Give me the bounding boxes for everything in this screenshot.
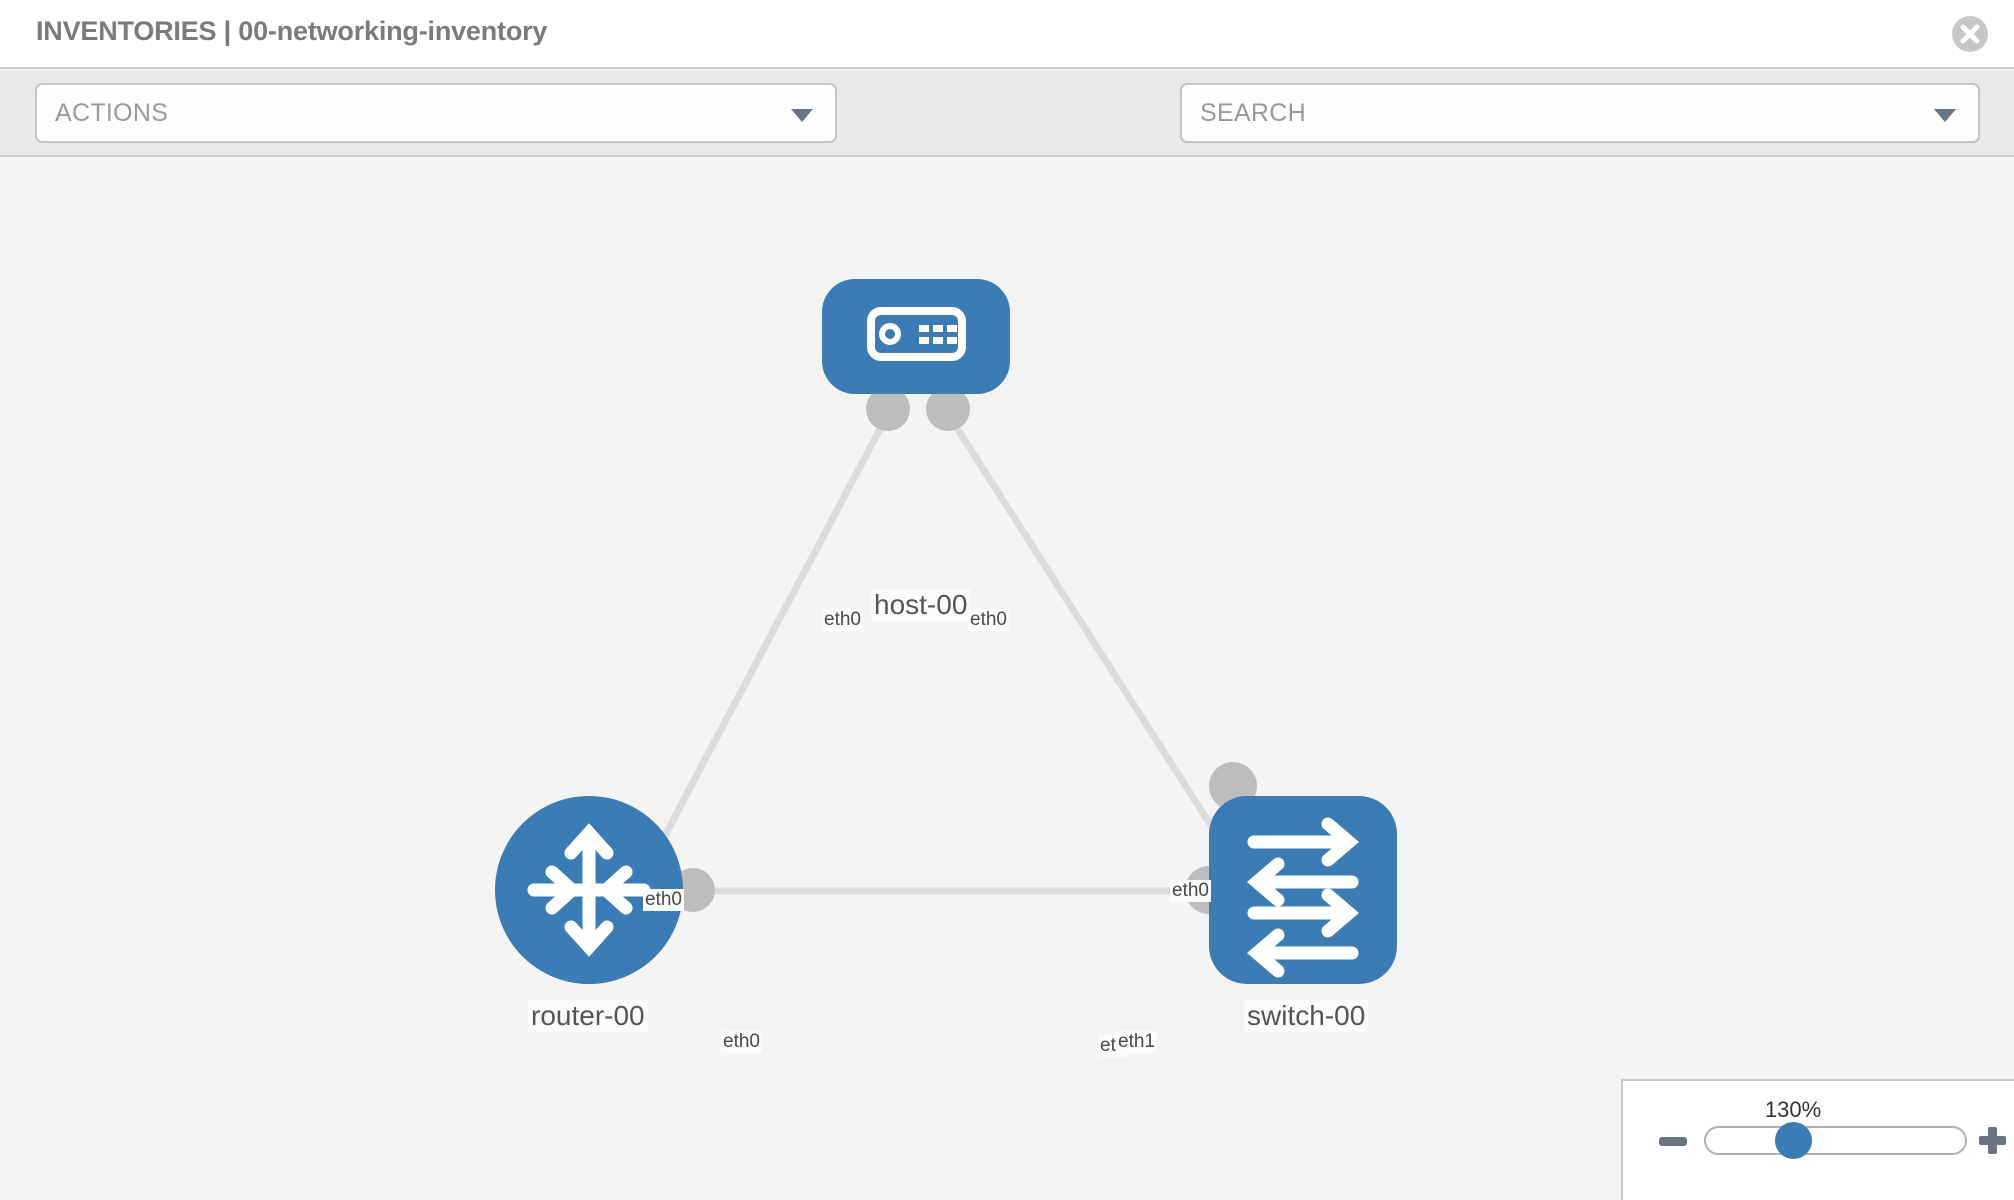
iface-label-host00-eth0-right: eth0 [968, 609, 1009, 631]
page-header: INVENTORIES | 00-networking-inventory [0, 0, 2014, 69]
link-host00-router00 [641, 412, 892, 875]
chevron-down-icon [791, 109, 813, 122]
node-router-00 [495, 796, 683, 984]
search-field[interactable] [1180, 83, 1980, 143]
router-arrows-icon [527, 823, 651, 957]
port-host00-eth0-right [926, 387, 970, 431]
port-host00-eth0-left [866, 387, 910, 431]
zoom-slider-thumb[interactable] [1775, 1122, 1812, 1159]
chevron-down-icon[interactable] [1934, 109, 1956, 122]
iface-label-switch00-eth0-up: eth0 [1170, 880, 1211, 902]
zoom-level-value: 130% [1764, 1097, 1822, 1122]
actions-dropdown[interactable]: ACTIONS [35, 83, 837, 143]
search-input[interactable] [1198, 85, 1918, 141]
page-title: INVENTORIES | 00-networking-inventory [36, 16, 548, 46]
node-label-switch-00: switch-00 [1244, 1000, 1369, 1032]
switch-arrows-icon [1247, 817, 1359, 978]
plus-icon[interactable] [1979, 1127, 2006, 1154]
zoom-slider[interactable] [1704, 1126, 1967, 1155]
iface-label-router00-eth0: eth0 [721, 1031, 762, 1053]
minus-icon[interactable] [1659, 1137, 1687, 1146]
topology-canvas[interactable]: host-00 router-00 switch-00 eth0 eth0 et… [0, 159, 2014, 1200]
link-host00-switch00 [945, 412, 1243, 873]
topology-graph [495, 279, 1397, 984]
iface-label-switch00-eth1: eth1 [1116, 1031, 1157, 1053]
node-label-router-00: router-00 [528, 1000, 648, 1032]
iface-label-host00-eth0-left: eth0 [822, 609, 863, 631]
zoom-control-panel: 130% [1621, 1079, 2014, 1200]
server-icon [867, 307, 966, 361]
actions-dropdown-label: ACTIONS [55, 99, 169, 127]
node-host-00 [822, 279, 1010, 394]
node-label-host-00: host-00 [871, 589, 971, 621]
node-switch-00 [1209, 796, 1397, 984]
iface-label-router00-eth0-up: eth0 [643, 889, 684, 911]
toolbar: ACTIONS [0, 71, 2014, 200]
close-icon[interactable] [1950, 14, 1990, 54]
